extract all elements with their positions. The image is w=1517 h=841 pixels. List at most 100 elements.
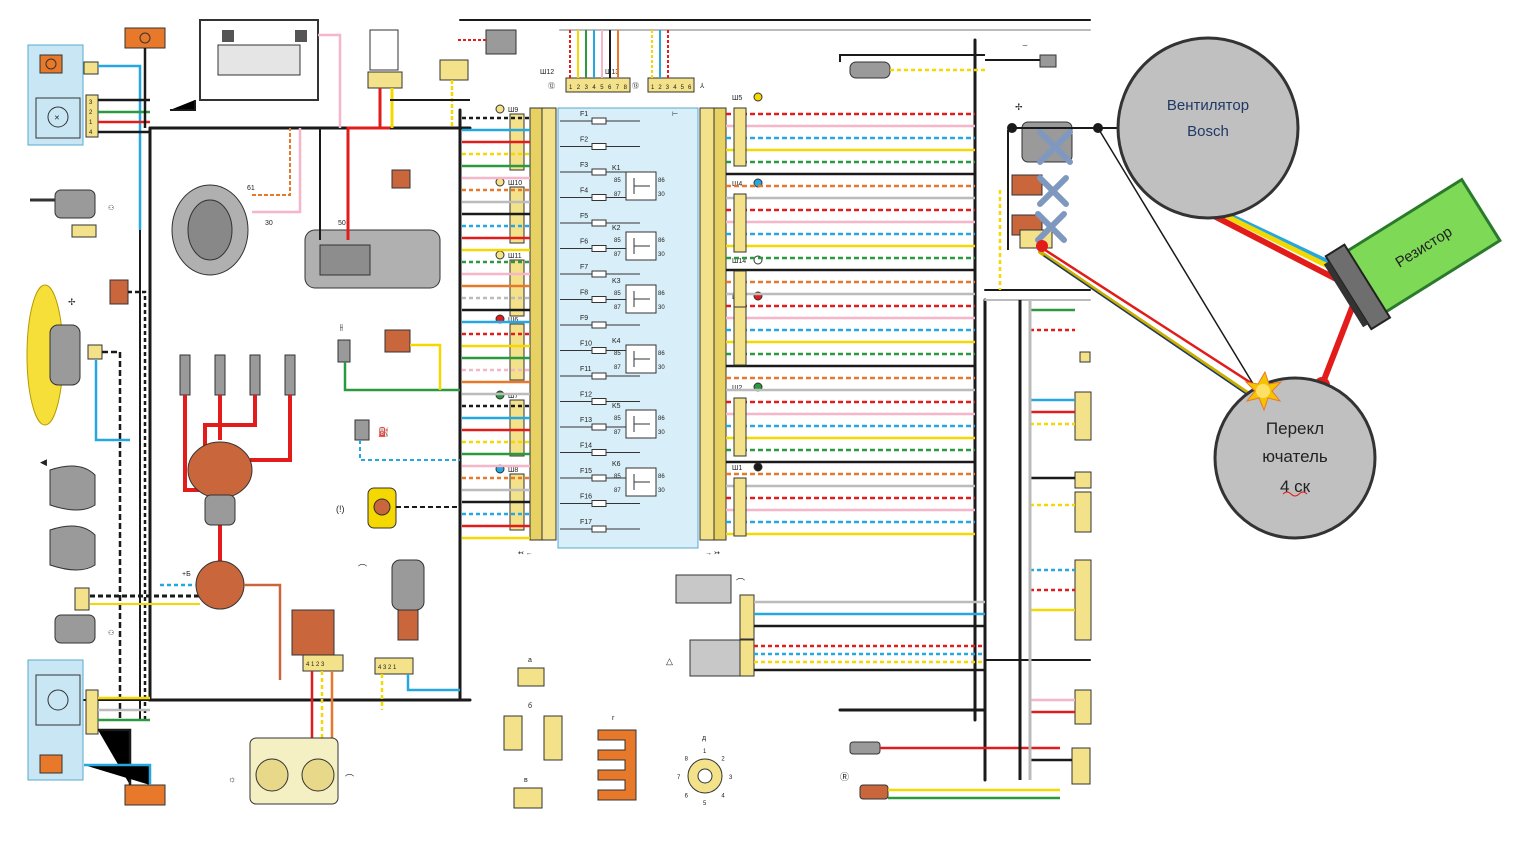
alternator-terminal-61: 61 [247,185,255,192]
fuse-symbol [591,449,607,456]
sh12-pin: 7 [616,85,620,91]
right-connector-block [733,107,747,167]
relay-box [625,231,657,261]
pin-2: 2 [89,110,93,116]
bottom-right-sensors: Ⓡ [840,741,1060,800]
relay-pin: 30 [658,305,665,311]
right-connector-block [733,397,747,457]
brake-warning-icon: (!) [336,504,345,514]
sh12-pin: 5 [600,85,604,91]
fan-callout-line1: Вентилятор [1167,97,1249,114]
relay-pin: 30 [658,430,665,436]
fuse-label: F12 [580,392,592,399]
pin-4: 4 [89,130,93,136]
sh12-pin: 8 [624,85,628,91]
fuse-symbol [591,372,607,380]
coil-plus-label: +Б [182,571,191,578]
wiper-icon: ⌒ [345,774,354,784]
sh12-pin: 2 [577,85,581,91]
sh12-pin: 6 [608,85,612,91]
headlamp-top-left: ✕ [27,44,99,146]
sh13-pin: 3 [666,85,670,91]
relay-pin: 86 [658,474,665,480]
socket-d-pin: 8 [685,757,689,763]
relay-pin: 30 [658,252,665,258]
switch-callout-line3: 4 ск [1280,477,1311,496]
relay-pin: 85 [614,416,621,422]
relay-pin: 87 [614,192,621,198]
left-connector-block [509,259,525,317]
relay-pin: 85 [614,291,621,297]
sh12-pin: 4 [592,85,596,91]
fuse-label: F13 [580,417,592,424]
socket-d-pin: 3 [729,775,733,781]
sh12-pin: 1 [569,85,573,91]
relay-label: K2 [612,225,621,232]
fuse-label: F2 [580,137,588,144]
fan-callout-line2: Bosch [1187,123,1229,140]
fuse-label: F9 [580,315,588,322]
sh12-pin: 3 [585,85,589,91]
relay-label: K5 [612,403,621,410]
relay-pin: 86 [658,238,665,244]
lamp-connector-top: 3 2 1 4 [85,27,166,138]
fuse-symbol [591,270,607,278]
right-connector-label: Ш14 [732,258,746,265]
horn-icon: ◀ [40,457,47,467]
steering-switch-bottom: ☼ ⌒ [228,737,354,805]
cross-marks [1035,129,1073,243]
heater-fan-icon: ✢ [1015,102,1023,112]
socket-d-pin: 2 [721,757,725,763]
starter-terminal-50: 50 [338,220,346,227]
fuse-label: F6 [580,239,588,246]
fuse-symbol [591,194,607,201]
relay-pin: 85 [614,238,621,244]
sh13-circle: ⑬ [632,82,639,90]
spark-junction-icon [1244,370,1283,412]
relay-label: K6 [612,461,621,468]
relay-label: K1 [612,165,621,172]
sensors: ⫲ ⛽ [337,169,460,461]
wiper-relay-icon: ⌒ [736,578,745,588]
fuse-label: F15 [580,468,592,475]
oil-pressure-icon: ⛽ [378,426,389,437]
washer-pump-bottom: ⚇ [54,587,200,644]
top-right-components: ⌣ ✢ [839,40,1057,112]
module-pins: 4 1 2 3 [306,662,325,668]
alternator: 61 30 [171,128,302,276]
relay-label: K3 [612,278,621,285]
fuse-symbol [591,423,607,431]
right-connector-block [733,306,747,366]
fan-wires [94,290,147,720]
pin-3: 3 [89,100,93,106]
right-connector-label: Ш1 [732,465,742,472]
relay-box [625,409,657,439]
relay-pin: 30 [658,365,665,371]
fuse-label: F16 [580,494,592,501]
relay-pin: 87 [614,365,621,371]
fan-symbol-icon: ✢ [68,297,76,307]
connector-marker [753,92,763,102]
fuse-label: F1 [580,111,588,118]
fuse-symbol [591,296,607,303]
fan-callout: Вентилятор Bosch [1116,36,1300,220]
fuse-label: F5 [580,213,588,220]
right-connector-label: Ш2 [732,385,742,392]
fuse-symbol [591,143,607,150]
relay-pin: 86 [658,351,665,357]
connector-marker [495,104,505,114]
lamp-symbol-icon: ✕ [54,115,60,122]
right-connector-label: Ш4 [732,181,742,188]
ignition-relay [367,29,517,128]
ground-icon-top: ⅄ [699,82,705,90]
fuse-label: F11 [580,366,592,373]
relay-label: K4 [612,338,621,345]
right-connector-block [733,193,747,253]
socket-d-pin: 5 [703,801,707,807]
hazard-icon: △ [666,656,673,666]
ignition-module: 4 1 2 3 [291,609,344,740]
ref-g: г [612,715,615,722]
